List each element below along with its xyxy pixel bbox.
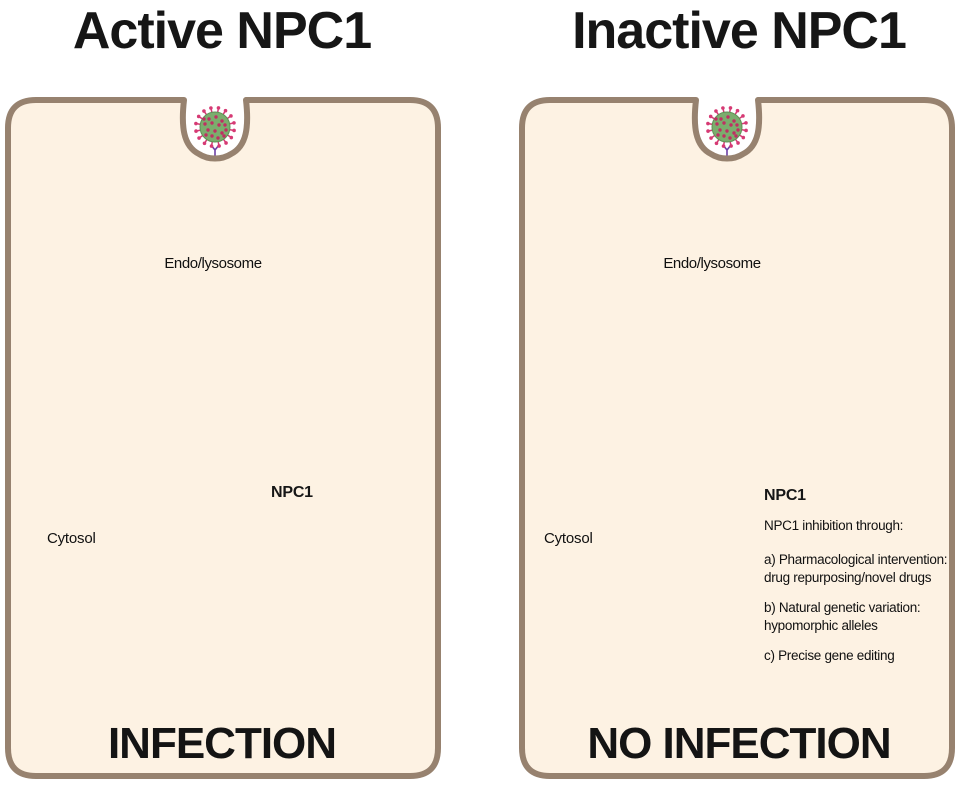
inhibition-item-b: b) Natural genetic variation: hypomorphi… xyxy=(764,599,960,635)
inhibition-heading: NPC1 inhibition through: xyxy=(764,518,904,533)
virus-particle xyxy=(705,105,749,149)
entry-pit-left xyxy=(193,105,237,156)
npc1-label-left: NPC1 xyxy=(271,484,313,501)
inhibition-item-c: c) Precise gene editing xyxy=(764,647,960,665)
inhibition-item-a: a) Pharmacological intervention: drug re… xyxy=(764,551,960,587)
outcome-label-no-infection: NO INFECTION xyxy=(587,719,891,768)
endolysosome-label-right: Endo/lysosome xyxy=(663,255,761,272)
inhibition-item-b-line1: b) Natural genetic variation: xyxy=(764,600,921,615)
cell-membrane-left xyxy=(5,97,441,779)
cytosol-label-left: Cytosol xyxy=(47,530,96,547)
inhibition-item-b-line2: hypomorphic alleles xyxy=(764,618,878,633)
npc1-label-right: NPC1 xyxy=(764,487,806,504)
panel-title-active: Active NPC1 xyxy=(72,2,372,60)
endolysosome-label-left: Endo/lysosome xyxy=(164,255,262,272)
cytosol-label-right: Cytosol xyxy=(544,530,593,547)
panel-title-inactive: Inactive NPC1 xyxy=(572,2,907,60)
inhibition-item-a-line1: a) Pharmacological intervention: xyxy=(764,552,948,567)
entry-pit-right xyxy=(705,105,749,156)
virus-particle xyxy=(193,105,237,149)
inhibition-item-c-line1: c) Precise gene editing xyxy=(764,648,895,663)
outcome-label-infection: INFECTION xyxy=(107,719,337,768)
inhibition-item-a-line2: drug repurposing/novel drugs xyxy=(764,570,932,585)
cell-membrane-right xyxy=(519,97,955,779)
inhibition-text-block: NPC1 inhibition through: a) Pharmacologi… xyxy=(764,517,960,677)
